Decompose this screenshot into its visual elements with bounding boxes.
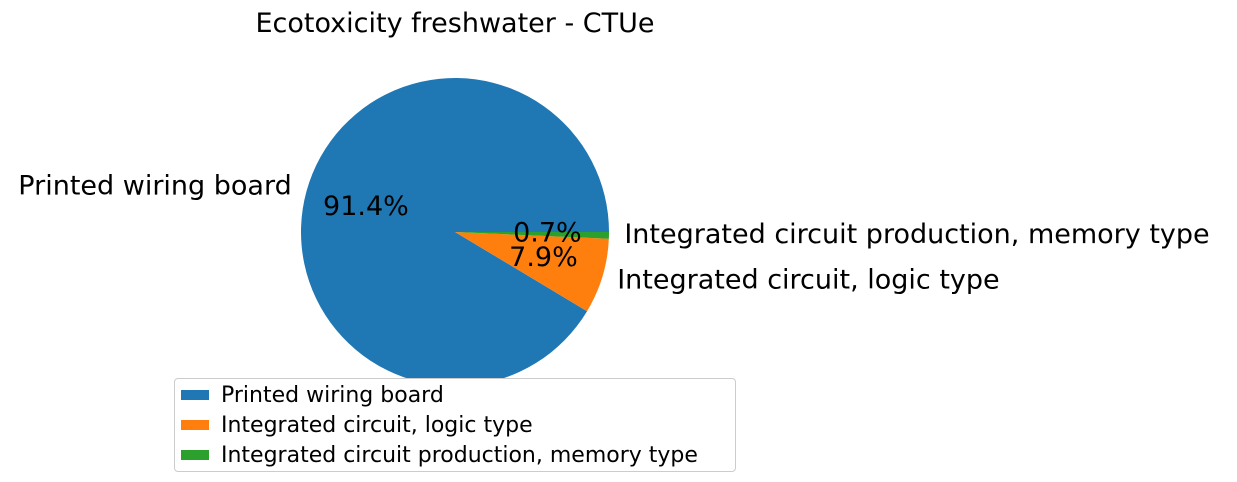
slice-label-2: Integrated circuit production, memory ty… xyxy=(624,219,1209,250)
legend-label: Printed wiring board xyxy=(221,382,444,408)
slice-label-1: Integrated circuit, logic type xyxy=(617,264,999,295)
legend-swatch-printed-wiring-board xyxy=(181,390,209,400)
pct-label-1: 7.9% xyxy=(509,242,578,273)
legend-label: Integrated circuit, logic type xyxy=(221,412,533,438)
pct-label-2: 0.7% xyxy=(513,218,582,249)
legend-swatch-logic-type xyxy=(181,420,209,430)
slice-label-0: Printed wiring board xyxy=(18,170,291,201)
legend-swatch-memory-type xyxy=(181,450,209,460)
legend: Printed wiring board Integrated circuit,… xyxy=(174,378,736,472)
legend-label: Integrated circuit production, memory ty… xyxy=(221,442,698,468)
pct-label-0: 91.4% xyxy=(323,191,409,222)
pie-slice-2 xyxy=(455,232,609,239)
legend-item-memory-type: Integrated circuit production, memory ty… xyxy=(181,440,698,470)
chart-title: Ecotoxicity freshwater - CTUe xyxy=(255,8,654,39)
legend-item-printed-wiring-board: Printed wiring board xyxy=(181,380,444,410)
pie-slice-1 xyxy=(455,232,609,312)
legend-item-logic-type: Integrated circuit, logic type xyxy=(181,410,533,440)
